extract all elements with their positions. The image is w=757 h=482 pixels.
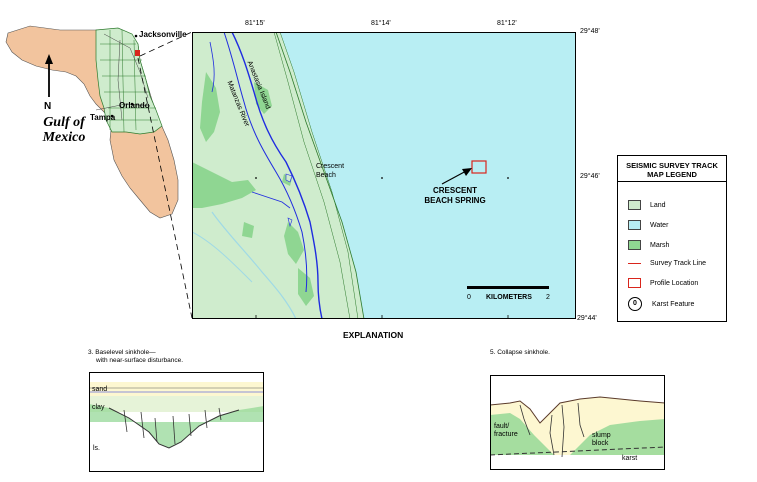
fig5-slump-label: slump block (592, 432, 611, 447)
latitude-label-2: 29°46' (580, 173, 600, 180)
scale-start-label: 0 (467, 294, 471, 301)
marsh-swatch (628, 240, 641, 250)
marsh-area (192, 162, 256, 208)
study-area-marker (135, 50, 140, 56)
gulf-of-mexico-label: Gulf of Mexico (42, 115, 86, 145)
explanation-heading: EXPLANATION (343, 330, 404, 340)
study-region (95, 27, 163, 135)
collapse-sinkhole-diagram (490, 375, 665, 470)
inset-connector-lines (137, 31, 193, 319)
matanzas-river (231, 32, 323, 319)
longitude-label-1: 81°15' (245, 20, 265, 27)
fig3-caption: 3. Baselevel sinkhole— with near-surface… (88, 349, 184, 364)
longitude-label-3: 81°12' (497, 20, 517, 27)
survey-track-line-icon (628, 263, 641, 264)
profile-location-icon (628, 278, 641, 288)
map-legend: SEISMIC SURVEY TRACK MAP LEGEND Land Wat… (617, 155, 727, 322)
fig3-clay-label: clay (92, 404, 105, 411)
baselevel-sinkhole-diagram (89, 372, 264, 472)
latitude-label-1: 29°48' (580, 28, 600, 35)
land-swatch (628, 200, 641, 210)
north-label: N (44, 101, 52, 112)
water-swatch (628, 220, 641, 230)
legend-item-karst: 0 Karst Feature (628, 297, 694, 311)
legend-item-water: Water (628, 220, 668, 230)
crescent-beach-spring-label: CRESCENT BEACH SPRING (424, 186, 486, 205)
latitude-label-3: 29°44' (577, 315, 597, 322)
longitude-label-2: 81°14' (371, 20, 391, 27)
scale-bar (467, 286, 549, 289)
city-orlando: Orlando (119, 101, 150, 110)
scale-unit-label: KILOMETERS (486, 294, 532, 301)
karst-feature-icon: 0 (628, 297, 642, 311)
city-tampa: Tampa (90, 113, 116, 122)
scale-end-label: 2 (546, 294, 550, 301)
fig3-sand-label: sand (92, 386, 108, 393)
fig5-caption: 5. Collapse sinkhole. (490, 349, 550, 356)
legend-item-profile: Profile Location (628, 278, 698, 288)
florida-inset-map (5, 25, 179, 219)
fig5-fault-label: fault/ fracture (494, 423, 518, 438)
fig3-limestone-label: ls. (93, 445, 100, 452)
crescent-beach-label: Crescent Beach (316, 163, 345, 179)
legend-item-survey-track: Survey Track Line (628, 260, 706, 267)
city-jacksonville: Jacksonville (139, 30, 187, 39)
legend-item-marsh: Marsh (628, 240, 669, 250)
main-survey-map (192, 32, 576, 319)
fig5-karst-label: karst (622, 455, 638, 462)
profile-location-box (471, 160, 487, 174)
legend-item-land: Land (628, 200, 666, 210)
legend-title: SEISMIC SURVEY TRACK MAP LEGEND (626, 161, 718, 179)
